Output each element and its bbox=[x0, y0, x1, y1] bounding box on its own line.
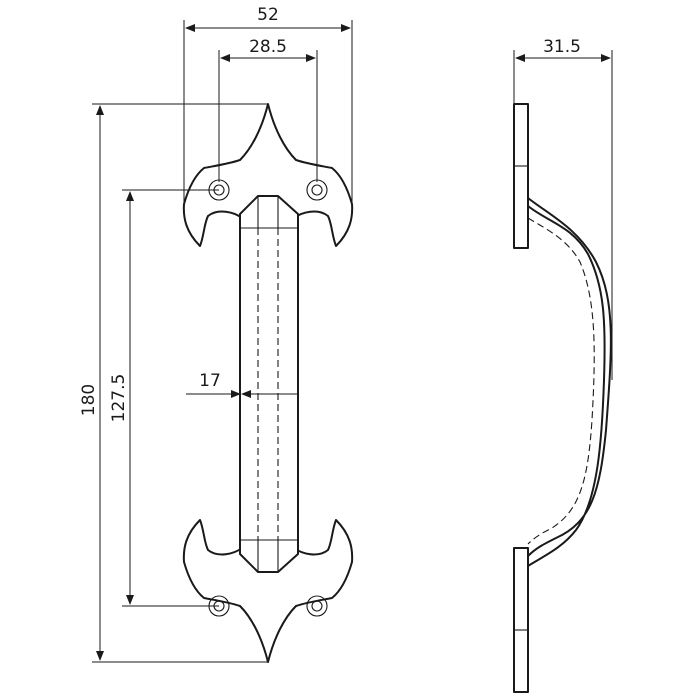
dim-label-180: 180 bbox=[79, 384, 99, 416]
dimension-hole-spacing: 28.5 bbox=[218, 37, 318, 182]
side-handle-profile bbox=[527, 197, 612, 567]
side-handle-outer bbox=[527, 197, 612, 557]
dim-label-52: 52 bbox=[257, 5, 279, 25]
side-top-plate bbox=[513, 103, 529, 249]
handle-grip bbox=[239, 195, 299, 573]
dim-label-17: 17 bbox=[199, 371, 221, 391]
front-view bbox=[182, 103, 354, 663]
dimension-projection: 31.5 bbox=[513, 37, 613, 380]
dimension-overall-width: 52 bbox=[183, 5, 353, 205]
dimension-hole-centres: 127.5 bbox=[109, 189, 219, 607]
side-bottom-plate bbox=[513, 547, 529, 693]
dimension-grip-width: 17 bbox=[186, 371, 298, 398]
dimension-overall-length: 180 bbox=[79, 103, 268, 663]
screw-hole-bottom-right bbox=[306, 595, 328, 617]
side-view bbox=[513, 103, 612, 693]
dim-label-127-5: 127.5 bbox=[109, 374, 129, 423]
dim-label-31-5: 31.5 bbox=[543, 37, 581, 57]
dim-label-28-5: 28.5 bbox=[249, 37, 287, 57]
